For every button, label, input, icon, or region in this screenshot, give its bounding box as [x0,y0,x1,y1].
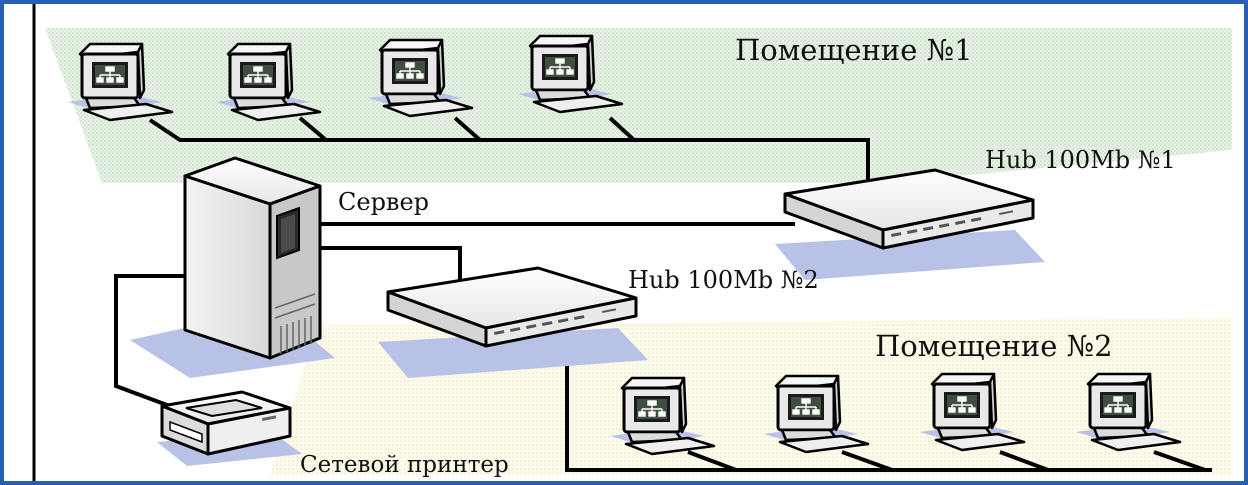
cables [114,116,1212,472]
printer-label: Сетевой принтер [300,452,509,478]
printer-icon [157,390,302,466]
room1-floor [45,28,1232,183]
hub1-label: Hub 100Mb №1 [985,146,1176,174]
server-tower-icon [130,156,335,378]
room2-label: Помещение №2 [875,329,1113,363]
server-label: Сервер [338,188,430,216]
hub2-label: Hub 100Mb №2 [628,266,819,294]
room1-label: Помещение №1 [735,33,973,67]
